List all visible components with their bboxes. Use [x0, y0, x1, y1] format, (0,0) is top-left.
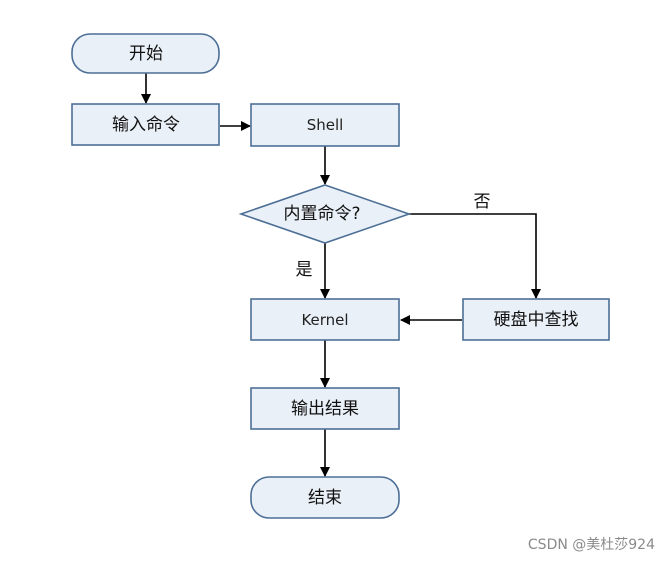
start-shape — [71, 33, 220, 74]
kernel-shape — [250, 298, 400, 341]
watermark: CSDN @美杜莎924 — [527, 537, 655, 553]
connectors — [141, 73, 541, 477]
input-node: 输入命令 — [71, 103, 220, 146]
builtin-decision-label: 内置命令? — [283, 204, 360, 224]
input-label: 输入命令 — [112, 115, 180, 135]
input-shape — [71, 103, 220, 146]
shell-node: Shell — [250, 103, 400, 147]
disk-lookup-node: 硬盘中查找 — [462, 298, 610, 341]
kernel-label: Kernel — [301, 311, 348, 329]
output-shape — [250, 387, 400, 430]
shell-shape — [250, 103, 400, 147]
end-label: 结束 — [308, 488, 342, 508]
disk-lookup-shape — [462, 298, 610, 341]
nodes: 开始 输入命令 Shell 内置命令? Kernel 硬盘中查找 — [71, 33, 610, 519]
builtin-decision-node: 内置命令? — [238, 184, 412, 244]
output-node: 输出结果 — [250, 387, 400, 430]
kernel-node: Kernel — [250, 298, 400, 341]
edge-label-no: 否 — [474, 192, 491, 212]
end-node: 结束 — [250, 476, 400, 519]
output-label: 输出结果 — [291, 399, 359, 419]
edge-label-yes: 是 — [296, 260, 313, 280]
start-label: 开始 — [129, 44, 163, 64]
shell-label: Shell — [307, 116, 344, 134]
edge-labels: 是 否 — [296, 192, 491, 280]
builtin-decision-shape — [238, 184, 412, 244]
edge-decision-to-disk — [409, 213, 541, 299]
start-node: 开始 — [71, 33, 220, 74]
disk-lookup-label: 硬盘中查找 — [494, 310, 579, 330]
end-shape — [250, 476, 400, 519]
